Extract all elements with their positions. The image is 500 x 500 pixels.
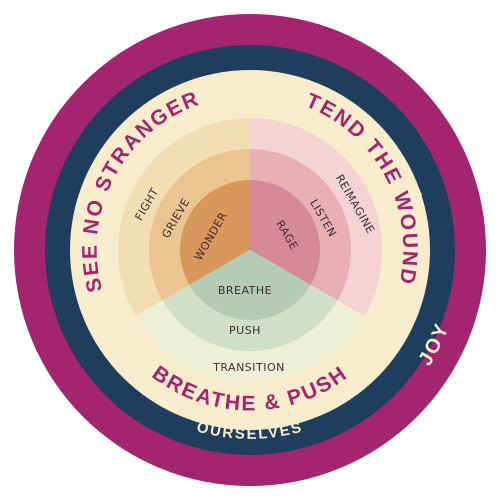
wonder-band	[180, 180, 250, 285]
transition-label: TRANSITION	[212, 361, 285, 374]
see-no-stranger-sector	[118, 118, 250, 316]
breathe-label: BREATHE	[218, 284, 272, 297]
breathe-band	[189, 250, 311, 320]
rage-band	[250, 180, 320, 285]
push-label: PUSH	[229, 324, 261, 337]
tend-the-wound-sector	[250, 118, 382, 316]
breathe-and-push-sector	[135, 250, 365, 382]
